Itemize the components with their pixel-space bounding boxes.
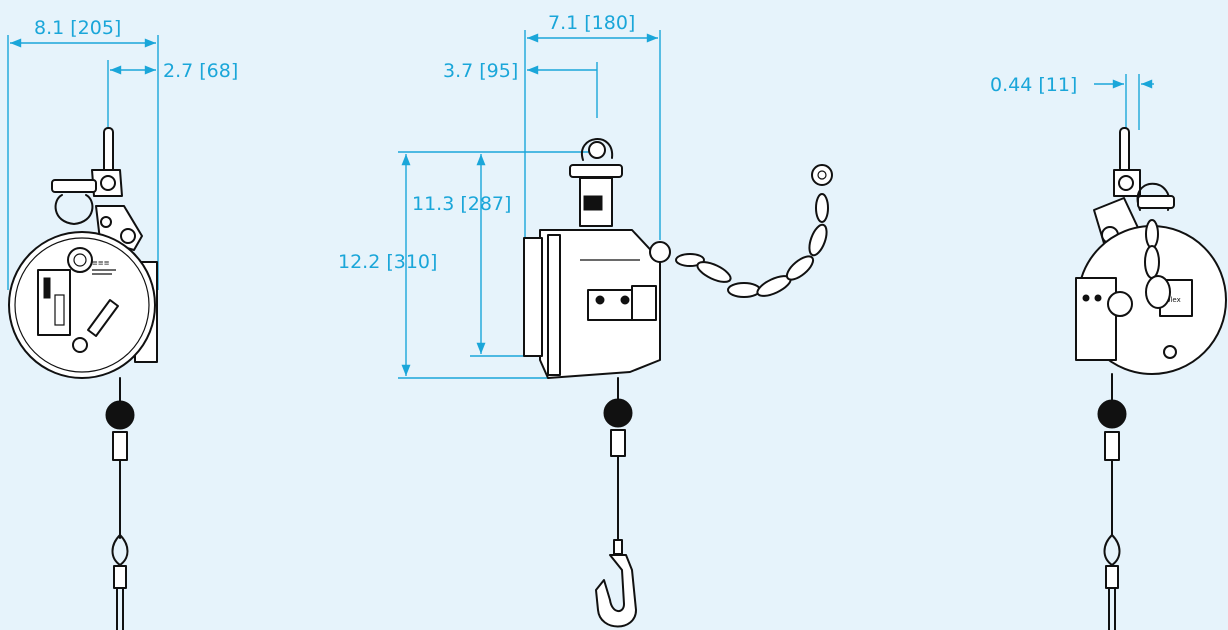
- dim-label-side-offset: 3.7 [95]: [443, 60, 518, 82]
- dimension-side-depth: 7.1 [180]: [524, 12, 661, 260]
- dimension-rear-offset: 0.44 [11]: [990, 74, 1154, 130]
- dim-label-rear-offset: 0.44 [11]: [990, 74, 1077, 96]
- side-view: [523, 138, 833, 628]
- dim-label-front-offset: 2.7 [68]: [163, 60, 238, 82]
- dim-label-height-body: 11.3 [287]: [412, 193, 511, 215]
- rear-view: plex: [1075, 127, 1227, 630]
- rear-brand-mark: plex: [1166, 296, 1181, 304]
- dim-label-front-width: 8.1 [205]: [34, 17, 121, 39]
- dimension-height-body: 11.3 [287]: [412, 151, 600, 357]
- front-view: ≡≡≡: [8, 127, 158, 630]
- dim-label-side-depth: 7.1 [180]: [548, 12, 635, 34]
- front-plate-mark: ≡≡≡: [92, 259, 110, 267]
- dim-label-height-overall: 12.2 [310]: [338, 251, 437, 273]
- dimension-side-offset: 3.7 [95]: [443, 60, 598, 118]
- dimension-front-width: 8.1 [205]: [7, 17, 159, 290]
- dimension-front-offset: 2.7 [68]: [107, 60, 238, 140]
- dimension-height-overall: 12.2 [310]: [338, 151, 548, 379]
